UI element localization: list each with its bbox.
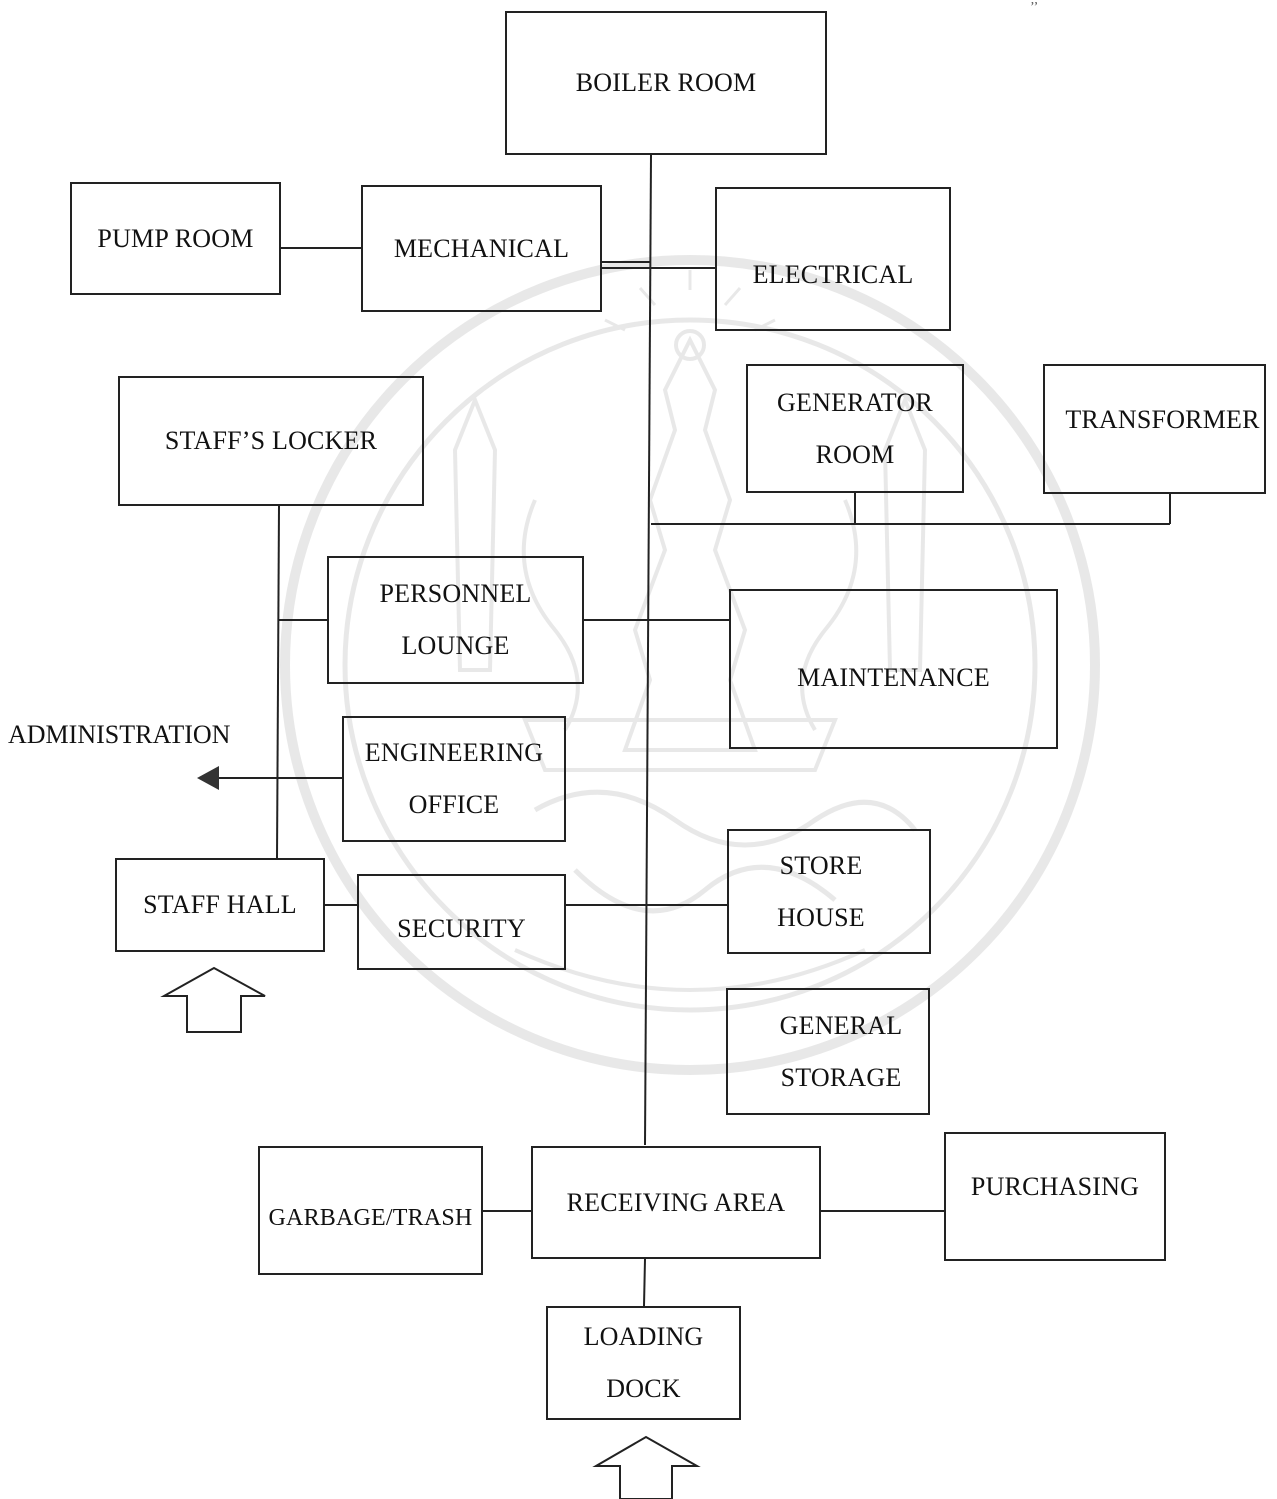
room-label: ENGINEERING <box>364 738 544 767</box>
entry-arrow-icon <box>160 966 266 1033</box>
corner-mark: ’’ <box>1030 0 1039 15</box>
room-label: LOADING <box>583 1322 704 1351</box>
room-label: DOCK <box>606 1374 681 1403</box>
electrical-box: ELECTRICAL <box>715 187 951 331</box>
room-label: PERSONNEL <box>379 579 532 608</box>
boiler-room-box: BOILER ROOM <box>505 11 827 155</box>
room-label: STAFF’S LOCKER <box>164 426 378 455</box>
room-label: LOUNGE <box>401 631 510 660</box>
general-storage-box: GENERAL STORAGE <box>726 988 930 1115</box>
staffs-locker-box: STAFF’S LOCKER <box>118 376 424 506</box>
administration-label: ADMINISTRATION <box>8 720 231 749</box>
purchasing-box: PURCHASING <box>944 1132 1166 1261</box>
room-label: PURCHASING <box>970 1171 1140 1201</box>
room-label: STORAGE <box>780 1062 902 1092</box>
room-label: MECHANICAL <box>393 233 570 263</box>
maintenance-box: MAINTENANCE <box>729 589 1058 749</box>
room-label: BOILER ROOM <box>575 68 757 97</box>
room-label: HOUSE <box>777 902 865 932</box>
room-label: ROOM <box>815 439 895 469</box>
receiving-area-box: RECEIVING AREA <box>531 1146 821 1259</box>
room-label: PUMP ROOM <box>97 223 254 253</box>
room-label: MAINTENANCE <box>797 663 990 692</box>
generator-room-box: GENERATOR ROOM <box>746 364 964 493</box>
room-label: SECURITY <box>397 914 526 943</box>
room-label: GENERATOR <box>777 387 933 417</box>
mechanical-box: MECHANICAL <box>361 185 602 312</box>
pump-room-box: PUMP ROOM <box>70 182 281 295</box>
room-label: TRANSFORMER <box>1065 405 1260 434</box>
garbage-trash-box: GARBAGE/TRASH <box>258 1146 483 1275</box>
room-label: GENERAL <box>779 1010 903 1040</box>
loading-dock-box: LOADING DOCK <box>546 1306 741 1420</box>
room-label: RECEIVING AREA <box>566 1187 786 1217</box>
personnel-lounge-box: PERSONNEL LOUNGE <box>327 556 584 684</box>
entry-arrow-icon <box>592 1435 701 1499</box>
room-label: STORE <box>779 850 863 880</box>
staff-hall-box: STAFF HALL <box>115 858 325 952</box>
room-label: ELECTRICAL <box>752 260 914 289</box>
engineering-office-box: ENGINEERING OFFICE <box>342 716 566 842</box>
store-house-box: STORE HOUSE <box>727 829 931 954</box>
security-box: SECURITY <box>357 874 566 970</box>
room-label: GARBAGE/TRASH <box>268 1204 473 1231</box>
transformer-box: TRANSFORMER <box>1043 364 1266 494</box>
room-label: OFFICE <box>408 790 500 819</box>
arrow-left-icon <box>197 766 219 790</box>
room-label: STAFF HALL <box>143 890 297 919</box>
